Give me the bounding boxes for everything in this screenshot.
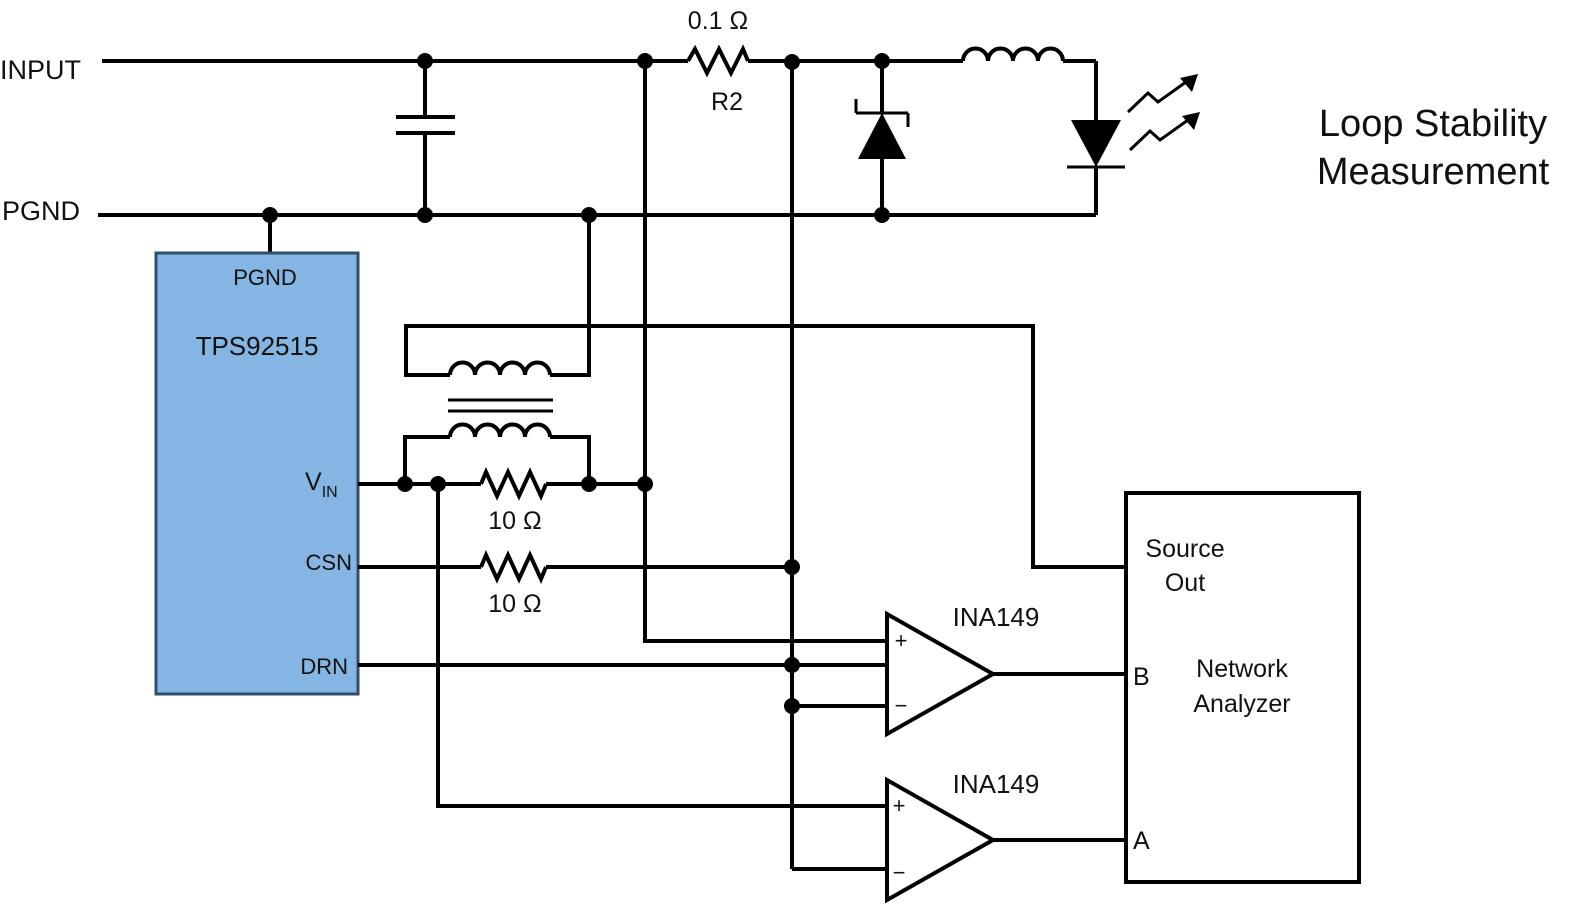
r2-name-label: R2 (711, 88, 743, 116)
vin-line: 10 Ω (358, 467, 645, 535)
analyzer-source-label-2: Out (1165, 569, 1205, 597)
analyzer-port-a: A (1133, 827, 1150, 855)
analyzer-port-b: B (1133, 663, 1150, 691)
injection-transformer (403, 215, 1126, 569)
title-line-2: Measurement (1317, 151, 1550, 193)
r-csn-value-label: 10 Ω (488, 590, 541, 618)
ic-pin-drn: DRN (300, 654, 348, 679)
r2-value-label: 0.1 Ω (688, 7, 748, 35)
ic-body (154, 251, 360, 696)
input-net-label: INPUT (0, 55, 81, 85)
r-vin-value-label: 10 Ω (488, 507, 541, 535)
network-analyzer: Source Out Network Analyzer B A (1124, 491, 1361, 884)
pgnd-net-label: PGND (2, 196, 80, 226)
ic-pin-csn: CSN (306, 550, 352, 575)
junction-dots (262, 53, 890, 714)
ic-pin-pgnd: PGND (233, 265, 297, 290)
csn-line: 10 Ω (358, 550, 792, 618)
amplifier-ina149-1: INA149 + − (885, 602, 1126, 738)
led (1067, 61, 1200, 215)
sense-wires (436, 61, 887, 871)
amplifier-ina149-2: INA149 + − (885, 769, 1126, 904)
amp2-plus-label: + (893, 793, 906, 818)
amp2-name: INA149 (953, 769, 1040, 799)
diagram-title: Loop Stability Measurement (1317, 103, 1550, 193)
ic-pin-vin: VIN (305, 468, 338, 501)
amp1-minus-label: − (895, 693, 908, 718)
analyzer-source-label-1: Source (1145, 535, 1224, 563)
light-emission-icon (1126, 74, 1200, 152)
amp1-name: INA149 (953, 602, 1040, 632)
analyzer-name-line-1: Network (1196, 655, 1288, 683)
analyzer-name-line-2: Analyzer (1193, 690, 1290, 718)
pgnd-rail (98, 213, 1096, 253)
amp1-plus-label: + (895, 628, 908, 653)
output-inductor (961, 46, 1065, 62)
input-capacitor (396, 61, 455, 215)
ic-name: TPS92515 (196, 331, 319, 361)
ic-tps92515: PGND TPS92515 VIN CSN DRN (154, 251, 360, 696)
amp2-minus-label: − (893, 860, 906, 885)
title-line-1: Loop Stability (1319, 103, 1547, 145)
schottky-diode (854, 61, 910, 215)
resistor-r2: 0.1 Ω R2 (686, 7, 750, 116)
